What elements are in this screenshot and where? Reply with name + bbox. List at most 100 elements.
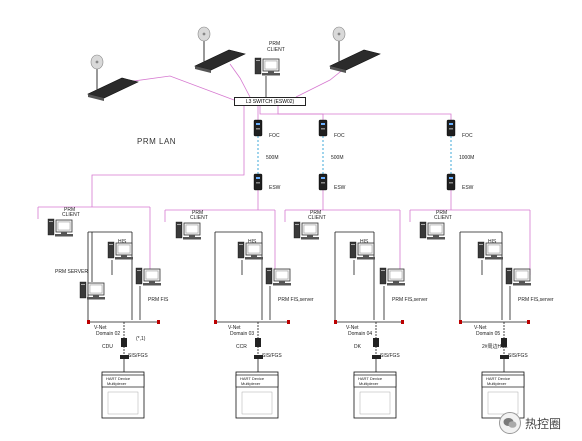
tower-icon [379, 267, 387, 285]
l3-switch-box: L3 SWITCH (ESW02) [234, 97, 306, 106]
sis-fgs-block [254, 355, 263, 359]
unit-suffix-label: (*,1) [136, 336, 146, 342]
switch-link-middle [229, 63, 251, 98]
keyboard-icon [485, 257, 503, 260]
keyboard-icon [87, 297, 105, 300]
switch-side [330, 66, 346, 73]
switch-side [88, 94, 104, 101]
foc-label: FOC [334, 133, 345, 139]
speed-label: 500M [266, 155, 279, 161]
keyboard-icon [301, 237, 319, 240]
prm-fis-station [505, 267, 531, 286]
hart-label: HART Device [240, 376, 265, 381]
hart-device-box [353, 371, 397, 419]
bus-terminator [157, 320, 160, 324]
keyboard-icon [183, 237, 201, 240]
hart-device-box [481, 371, 525, 419]
foc-label: FOC [269, 133, 280, 139]
keyboard-icon [513, 283, 531, 286]
esw-label: ESW [269, 185, 281, 191]
bus-terminator [87, 320, 90, 324]
tower-icon [505, 267, 513, 285]
keyboard-icon [387, 283, 405, 286]
prm-client [47, 218, 73, 237]
his-label: HIS [118, 239, 127, 245]
keyboard-icon [245, 257, 263, 260]
unit-name-label: CCR [236, 344, 247, 350]
bus-terminator [527, 320, 530, 324]
tower-icon [107, 241, 115, 259]
watermark: 热控圈 [499, 411, 579, 435]
foc-link [259, 106, 324, 120]
hart-label: HART Device [486, 376, 511, 381]
switch-side [195, 66, 211, 73]
speed-label: 1000M [459, 155, 475, 161]
tower-icon [47, 218, 55, 236]
his-label: HIS [248, 239, 257, 245]
tower-icon [265, 267, 273, 285]
prm-client-label: PRM [64, 207, 76, 213]
keyboard-icon [273, 283, 291, 286]
hart-label: HART Device [358, 376, 383, 381]
lan-trunk [91, 106, 245, 207]
hart-label: HART Device [106, 376, 131, 381]
field-switch-right [329, 26, 381, 73]
controller-icon [121, 338, 127, 347]
tower-icon [254, 57, 262, 75]
his-station [349, 241, 375, 260]
foc-label: FOC [462, 133, 473, 139]
foc-converter [446, 119, 456, 137]
tower-icon [175, 221, 183, 239]
prm-fis-label: PRM FIS,server [278, 297, 314, 303]
prm-client [419, 221, 445, 240]
tower-icon [237, 241, 245, 259]
unit-name-label: DK [354, 344, 361, 350]
tower-icon [477, 241, 485, 259]
switch-body [329, 49, 381, 71]
watermark-text: 热控圈 [525, 416, 562, 431]
prm-fis-label: PRM FIS,server [392, 297, 428, 303]
prm-client-label: CLIENT [62, 212, 80, 218]
bus-terminator [401, 320, 404, 324]
prm-client-label: CLIENT [190, 215, 208, 221]
speed-label: 500M [331, 155, 344, 161]
controller-icon [255, 338, 261, 347]
prm-fis-label: PRM FIS,server [518, 297, 554, 303]
controller-icon [501, 338, 507, 347]
controller-icon [373, 338, 379, 347]
field-switch-middle [194, 26, 246, 73]
prm-server [79, 281, 105, 300]
prm-server-label: PRM SERVER [55, 269, 88, 275]
vnet-label: V-Net [346, 325, 359, 331]
hart-device-box [101, 371, 145, 419]
esw-switch [446, 173, 456, 191]
switch-body [87, 77, 139, 99]
bus-terminator [287, 320, 290, 324]
foc-link [277, 106, 452, 120]
sis-fgs-block [500, 355, 509, 359]
his-station [237, 241, 263, 260]
field-switch-left [87, 54, 139, 101]
his-label: HIS [488, 239, 497, 245]
prm-fis-label: PRM FIS [148, 297, 169, 303]
domain-label: Domain 04 [348, 331, 373, 337]
bus-terminator [214, 320, 217, 324]
prm-fis-station [135, 267, 161, 286]
sis-fgs-label: SIS/FGS [508, 353, 528, 359]
prm-client-label: PRM [192, 210, 204, 216]
his-label: HIS [360, 239, 369, 245]
domain-label: Domain 05 [476, 331, 501, 337]
prm-client [293, 221, 319, 240]
sis-fgs-label: SIS/FGS [128, 353, 148, 359]
foc-converter [253, 119, 263, 137]
esw-label: ESW [334, 185, 346, 191]
sis-fgs-block [372, 355, 381, 359]
hart-label: Multiplexer [359, 381, 379, 386]
prm-fis-station [379, 267, 405, 286]
switch-body [194, 49, 246, 71]
prm-client [175, 221, 201, 240]
prm-client-label: CLIENT [434, 215, 452, 221]
sis-fgs-block [120, 355, 129, 359]
prm-client-top-label: CLIENT [267, 47, 285, 53]
sis-fgs-label: SIS/FGS [380, 353, 400, 359]
